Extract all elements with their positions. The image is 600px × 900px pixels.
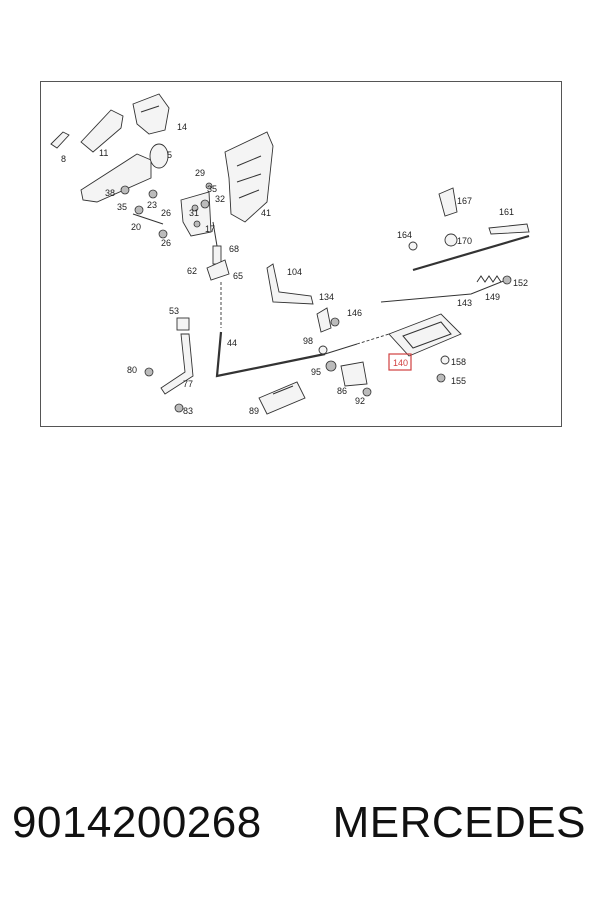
part-14-cover [132,93,170,135]
label-80: 80 [127,365,137,375]
part-161-lever [488,223,530,235]
part-86-bracket [340,361,368,387]
part-149-spring [476,275,502,283]
label-8: 8 [61,154,66,164]
part-77-bracket [160,333,194,395]
label-26b: 26 [161,238,171,248]
label-20: 20 [131,222,141,232]
label-140: 140 [393,358,408,368]
part-164-clip [408,241,418,251]
label-29: 29 [195,168,205,178]
label-41: 41 [261,208,271,218]
parts-diagram: 8 11 14 5 29 35 32 38 23 35 26 31 41 20 … [40,81,562,427]
part-140-plate [388,313,462,357]
part-134-clip [316,307,332,333]
part-95-nut [325,360,337,372]
part-80-bolt [144,367,154,377]
label-146: 146 [347,308,362,318]
part-53-cap [176,317,190,331]
part-143-rod [380,234,530,303]
label-65: 65 [233,271,243,281]
part-98-washer [318,345,328,355]
part-44-cable [215,282,358,378]
part-11-pad [80,109,124,153]
part-92-bolt [362,387,372,397]
part-8-cap [50,131,70,149]
part-170-bushing [444,233,458,247]
label-92: 92 [355,396,365,406]
part-155-bolt [436,373,446,383]
parts-diagram-drawing: 8 11 14 5 29 35 32 38 23 35 26 31 41 20 … [50,93,530,416]
part-83-nut [174,403,184,413]
part-167-clamp [438,187,458,217]
label-77: 77 [183,379,193,389]
label-86: 86 [337,386,347,396]
caption-bar: 9014200268 MERCEDES [0,798,600,868]
label-170: 170 [457,236,472,246]
brand-name: MERCEDES [332,798,586,847]
label-83: 83 [183,406,193,416]
label-23: 23 [147,200,157,210]
label-26a: 26 [161,208,171,218]
part-5-pedal [80,143,169,203]
label-5: 5 [167,150,172,160]
part-146-bolt [330,317,340,327]
label-89: 89 [249,406,259,416]
label-31: 31 [189,208,199,218]
label-44: 44 [227,338,237,348]
label-17: 17 [205,224,215,234]
part-140-highlight [388,353,412,371]
label-14: 14 [177,122,187,132]
label-134: 134 [319,292,334,302]
small-fasteners [120,182,213,239]
label-161: 161 [499,207,514,217]
part-104-lever [266,263,314,305]
label-11: 11 [99,148,108,158]
label-62: 62 [187,266,197,276]
label-149: 149 [485,292,500,302]
label-98: 98 [303,336,313,346]
label-35a: 35 [207,184,217,194]
cable-link [356,333,390,345]
label-164: 164 [397,230,412,240]
label-35b: 35 [117,202,127,212]
label-38: 38 [105,188,115,198]
part-152-nut [502,275,512,285]
label-143: 143 [457,298,472,308]
label-68: 68 [229,244,239,254]
label-155: 155 [451,376,466,386]
label-95: 95 [311,367,321,377]
part-number: 9014200268 [12,798,262,847]
label-158: 158 [451,357,466,367]
label-104: 104 [287,267,302,277]
part-89-support [258,381,306,415]
label-152: 152 [513,278,528,288]
label-32: 32 [215,194,225,204]
part-158-washer [440,355,450,365]
part-41-bracket [224,131,274,223]
label-167: 167 [457,196,472,206]
label-53: 53 [169,306,179,316]
part-65-sleeve [206,259,230,281]
